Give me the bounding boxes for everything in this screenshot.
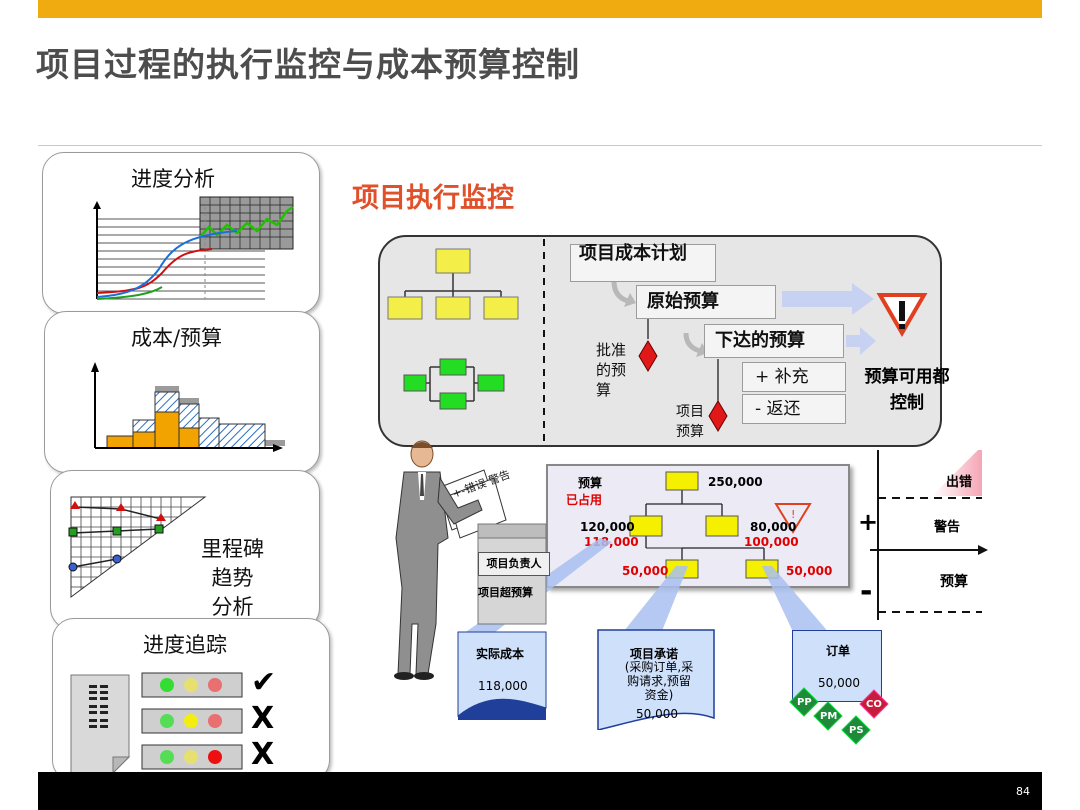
- cost-histogram-icon: [91, 362, 285, 452]
- commitment-title: 项目承诺: [630, 647, 679, 661]
- module-ps: PS: [849, 725, 864, 736]
- top-accent-bar: [38, 0, 1042, 18]
- budget-control-label: 预算可用都 控制: [852, 364, 962, 416]
- over-budget-label: 项目超预算: [478, 586, 533, 599]
- budget-level-label: 预算: [940, 574, 968, 590]
- control-line-2: 控制: [890, 393, 924, 413]
- commitment-detail: (采购订单,采购请求,预留资金): [624, 660, 694, 702]
- return-box: - 返还: [742, 394, 846, 424]
- approved-budget-label: 批准的预算: [596, 341, 627, 399]
- right-used-value: 100,000: [744, 535, 799, 549]
- leaf-right-value: 50,000: [786, 564, 833, 578]
- actual-cost-value: 118,000: [478, 679, 528, 693]
- card-title: 进度追踪: [143, 633, 227, 657]
- tracking-status-marks: ✔ X X: [251, 665, 276, 773]
- orders-value: 50,000: [818, 676, 860, 690]
- document-icon: [70, 674, 131, 775]
- supplement-box: + 补充: [742, 362, 846, 392]
- cross-icon: X: [251, 737, 275, 772]
- traffic-light-rows: [141, 672, 243, 770]
- project-budget-label: 项目预算: [676, 404, 704, 440]
- panel-graphics: [387, 239, 928, 441]
- control-line-1: 预算可用都: [864, 367, 950, 387]
- card-milestone-trend: 里程碑 趋势 分析: [50, 470, 320, 630]
- check-icon: ✔: [251, 665, 277, 700]
- footer-bar: [38, 772, 1042, 810]
- module-co: CO: [866, 699, 882, 710]
- minus-sign: -: [860, 574, 873, 609]
- module-pm: PM: [820, 711, 838, 722]
- actual-cost-title: 实际成本: [476, 647, 525, 661]
- card-title: 成本/预算: [131, 326, 223, 350]
- milestone-line-2: 趋势: [211, 566, 254, 590]
- released-budget-box: 下达的预算: [704, 324, 844, 358]
- right-budget-value: 80,000: [750, 520, 797, 534]
- page-title: 项目过程的执行监控与成本预算控制: [36, 45, 580, 84]
- error-level-label: 出错: [946, 475, 973, 490]
- card-schedule-analysis: 进度分析: [42, 152, 320, 314]
- commitment-value: 50,000: [636, 707, 678, 721]
- card-title: 进度分析: [131, 167, 215, 191]
- budget-label: 预算: [578, 476, 603, 490]
- page-number: 84: [1016, 785, 1030, 798]
- sap-module-icons: [789, 687, 889, 745]
- left-budget-value: 120,000: [580, 520, 635, 534]
- project-manager-figure: +-错误 警告: [394, 440, 547, 680]
- cost-plan-box: 项目成本计划: [570, 244, 716, 282]
- warning-level-label: 警告: [934, 520, 961, 535]
- milestone-trend-chart-icon: [68, 496, 207, 598]
- card-progress-tracking: 进度追踪 ✔ X X: [52, 618, 330, 782]
- card-cost-budget: 成本/预算: [44, 311, 320, 473]
- section-title: 项目执行监控: [352, 183, 514, 214]
- leaf-left-value: 50,000: [622, 564, 669, 578]
- milestone-line-3: 分析: [211, 595, 254, 619]
- orders-title: 订单: [826, 644, 851, 658]
- svg-text:!: !: [791, 508, 795, 521]
- orders-card: [792, 630, 882, 702]
- used-label: 已占用: [566, 493, 603, 507]
- plus-sign: +: [858, 508, 879, 536]
- schedule-chart-icon: [93, 196, 294, 300]
- status-scale-graphic: [870, 450, 988, 620]
- title-divider: [38, 145, 1042, 146]
- milestone-trend-title: 里程碑 趋势 分析: [201, 535, 264, 622]
- cross-icon: X: [251, 701, 275, 736]
- top-budget-value: 250,000: [708, 475, 763, 489]
- project-manager-label: 项目负责人: [478, 552, 550, 576]
- original-budget-box: 原始预算: [636, 285, 776, 319]
- module-pp: PP: [797, 697, 812, 708]
- milestone-line-1: 里程碑: [201, 537, 264, 561]
